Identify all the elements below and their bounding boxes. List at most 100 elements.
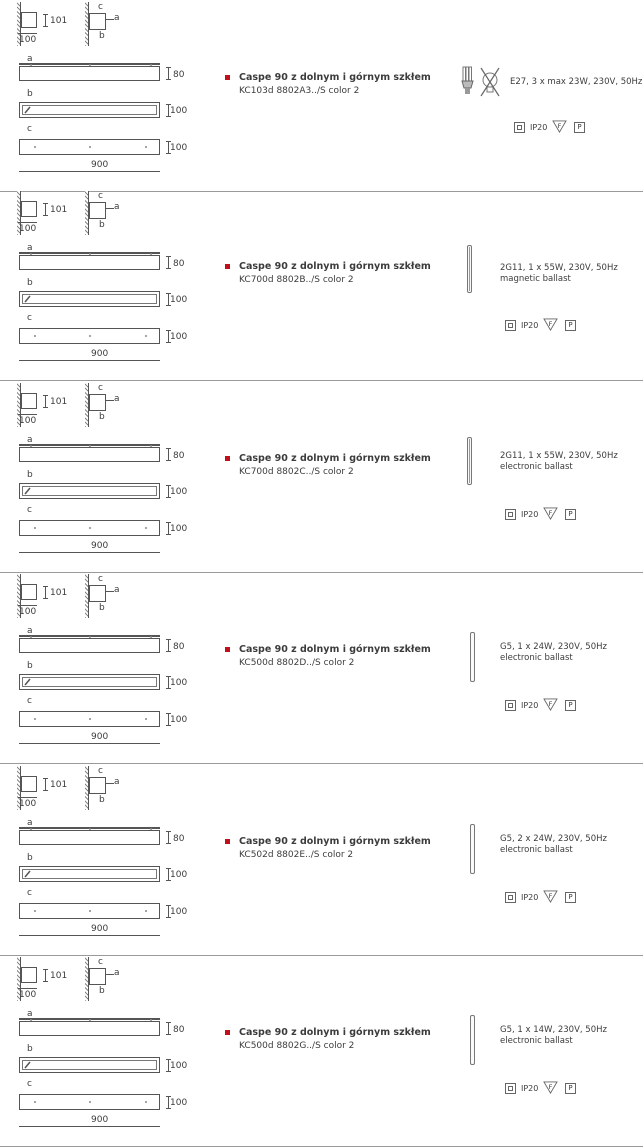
class-ii-icon xyxy=(514,122,525,133)
dim-101-label: 101 xyxy=(50,205,68,215)
label-c: c xyxy=(98,574,103,584)
glass-reflection-icon xyxy=(24,870,31,878)
depth-dimension-line xyxy=(18,33,37,34)
f-mark-icon: F xyxy=(543,1081,558,1094)
label-c: c xyxy=(98,383,103,393)
side-view-box xyxy=(21,776,37,792)
dim-100-label-b: 100 xyxy=(170,678,188,688)
section-box xyxy=(89,585,106,602)
dim-100-tick-c xyxy=(166,141,171,154)
height-dimension-tick xyxy=(43,586,48,599)
view-c-point xyxy=(34,335,36,337)
dim-900-line xyxy=(19,1126,160,1127)
ip-rating-label: IP20 xyxy=(521,321,539,330)
view-a-point xyxy=(89,1019,91,1021)
glass-reflection-icon xyxy=(24,295,31,303)
p-mark-icon: P xyxy=(565,700,576,711)
f-mark-icon: F xyxy=(543,318,558,331)
dim-900-line xyxy=(19,171,160,172)
label-c-view: c xyxy=(27,888,32,898)
wall-hatch-left xyxy=(17,766,21,810)
dim-100-label-b: 100 xyxy=(170,870,188,880)
spec-line-1: 2G11, 1 x 55W, 230V, 50Hz xyxy=(500,263,618,273)
dim-100-label: 100 xyxy=(19,607,37,617)
view-a-point xyxy=(150,828,152,830)
label-b: b xyxy=(27,89,33,99)
product-title[interactable]: Caspe 90 z dolnym i górnym szkłem xyxy=(239,644,431,655)
label-b-section: b xyxy=(99,603,105,613)
dim-100-label-c: 100 xyxy=(170,1098,188,1108)
view-a-point xyxy=(89,64,91,66)
label-b: b xyxy=(27,278,33,288)
wall-hatch-right xyxy=(85,957,89,1001)
label-b-section: b xyxy=(99,412,105,422)
product-title[interactable]: Caspe 90 z dolnym i górnym szkłem xyxy=(239,261,431,272)
wall-hatch-left xyxy=(17,191,21,235)
label-a-section: a xyxy=(114,202,120,212)
view-a-point xyxy=(150,64,152,66)
view-a-point xyxy=(150,1019,152,1021)
class-ii-icon xyxy=(505,320,516,331)
ip-rating-label: IP20 xyxy=(521,1084,539,1093)
dim-80-label: 80 xyxy=(173,1025,185,1035)
side-view-top-line xyxy=(21,967,37,968)
wall-hatch-left xyxy=(17,574,21,618)
view-a-body xyxy=(19,638,160,653)
view-a-body xyxy=(19,447,160,462)
dim-80-tick xyxy=(166,67,171,80)
dim-80-tick xyxy=(166,639,171,652)
product-title[interactable]: Caspe 90 z dolnym i górnym szkłem xyxy=(239,1027,431,1038)
view-c-point xyxy=(89,527,91,529)
side-view-top-line xyxy=(21,12,37,13)
product-row: 101 100 c a b a 80 b 100 c 100 900 xyxy=(0,189,643,381)
product-title[interactable]: Caspe 90 z dolnym i górnym szkłem xyxy=(239,836,431,847)
product-code: KC500d 8802G../S color 2 xyxy=(239,1041,355,1051)
dim-900-label: 900 xyxy=(91,160,109,170)
ip-rating-label: IP20 xyxy=(530,123,548,132)
label-c-view: c xyxy=(27,1079,32,1089)
product-row: 101 100 c a b a 80 b 100 c 100 900 xyxy=(0,955,643,1147)
dim-100-tick-c xyxy=(166,1096,171,1109)
view-a-point xyxy=(150,636,152,638)
label-b: b xyxy=(27,470,33,480)
product-row: 101 100 c a b a 80 b 100 c 100 900 xyxy=(0,381,643,573)
bullet-icon xyxy=(225,647,230,652)
view-c-point xyxy=(89,1101,91,1103)
view-a-point xyxy=(150,445,152,447)
dim-900-label: 900 xyxy=(91,1115,109,1125)
class-ii-icon xyxy=(505,509,516,520)
view-c-point xyxy=(34,1101,36,1103)
dim-100-label: 100 xyxy=(19,416,37,426)
spec-line-2: electronic ballast xyxy=(500,653,573,663)
section-box xyxy=(89,202,106,219)
product-code: KC700d 8802C../S color 2 xyxy=(239,467,354,477)
dim-101-label: 101 xyxy=(50,16,68,26)
height-dimension-tick xyxy=(43,969,48,982)
section-a-pointer xyxy=(106,974,114,975)
product-title[interactable]: Caspe 90 z dolnym i górnym szkłem xyxy=(239,453,431,464)
wall-hatch-left xyxy=(17,2,21,46)
label-a-section: a xyxy=(114,777,120,787)
view-a-point xyxy=(30,636,32,638)
f-mark-icon: F xyxy=(543,890,558,903)
f-mark-icon: F xyxy=(543,698,558,711)
bullet-icon xyxy=(225,75,230,80)
view-a-point xyxy=(30,253,32,255)
view-a-point xyxy=(89,253,91,255)
label-b: b xyxy=(27,853,33,863)
dim-80-label: 80 xyxy=(173,834,185,844)
ip-rating-label: IP20 xyxy=(521,701,539,710)
dim-100-label: 100 xyxy=(19,799,37,809)
glass-reflection-icon xyxy=(24,106,31,114)
dim-100-tick-b xyxy=(166,868,171,881)
section-a-pointer xyxy=(106,783,114,784)
side-view-box xyxy=(21,584,37,600)
dim-80-label: 80 xyxy=(173,642,185,652)
product-row: 101 100 c a b a 80 b 100 c 100 900 xyxy=(0,0,643,192)
f-mark-letter: F xyxy=(549,320,553,328)
view-a-point xyxy=(89,828,91,830)
product-title[interactable]: Caspe 90 z dolnym i górnym szkłem xyxy=(239,72,431,83)
f-mark-icon: F xyxy=(552,120,567,133)
depth-dimension-line xyxy=(18,414,37,415)
